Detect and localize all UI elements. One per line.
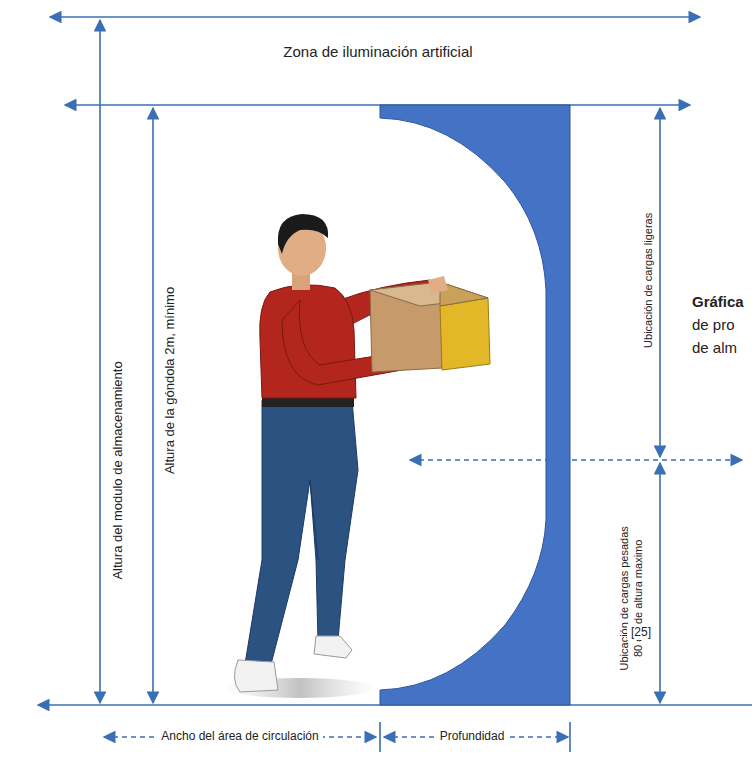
- zone-label: Ubicación de cargas ligeras: [643, 212, 656, 347]
- dimension-lines: [38, 17, 752, 752]
- caption-fragment: Gráfica: [692, 293, 744, 310]
- caption-fragment: de pro: [692, 316, 735, 333]
- dimension-label: Altura de la góndola 2m, mínimo: [164, 286, 179, 473]
- caption-fragment: de alm: [692, 339, 737, 356]
- dimension-label: Altura del modulo de almacenamiento: [111, 361, 126, 579]
- man-figure: [225, 214, 490, 698]
- dimension-label: Profundidad: [436, 730, 509, 744]
- citation-number: [25]: [627, 626, 655, 640]
- zone-label: Ubicación de cargas pesadas: [618, 526, 631, 670]
- zone-label: Zona de iluminación artificial: [283, 43, 472, 60]
- gondola-shelf: [380, 105, 570, 705]
- dimension-label: Ancho del área de circulación: [157, 730, 322, 744]
